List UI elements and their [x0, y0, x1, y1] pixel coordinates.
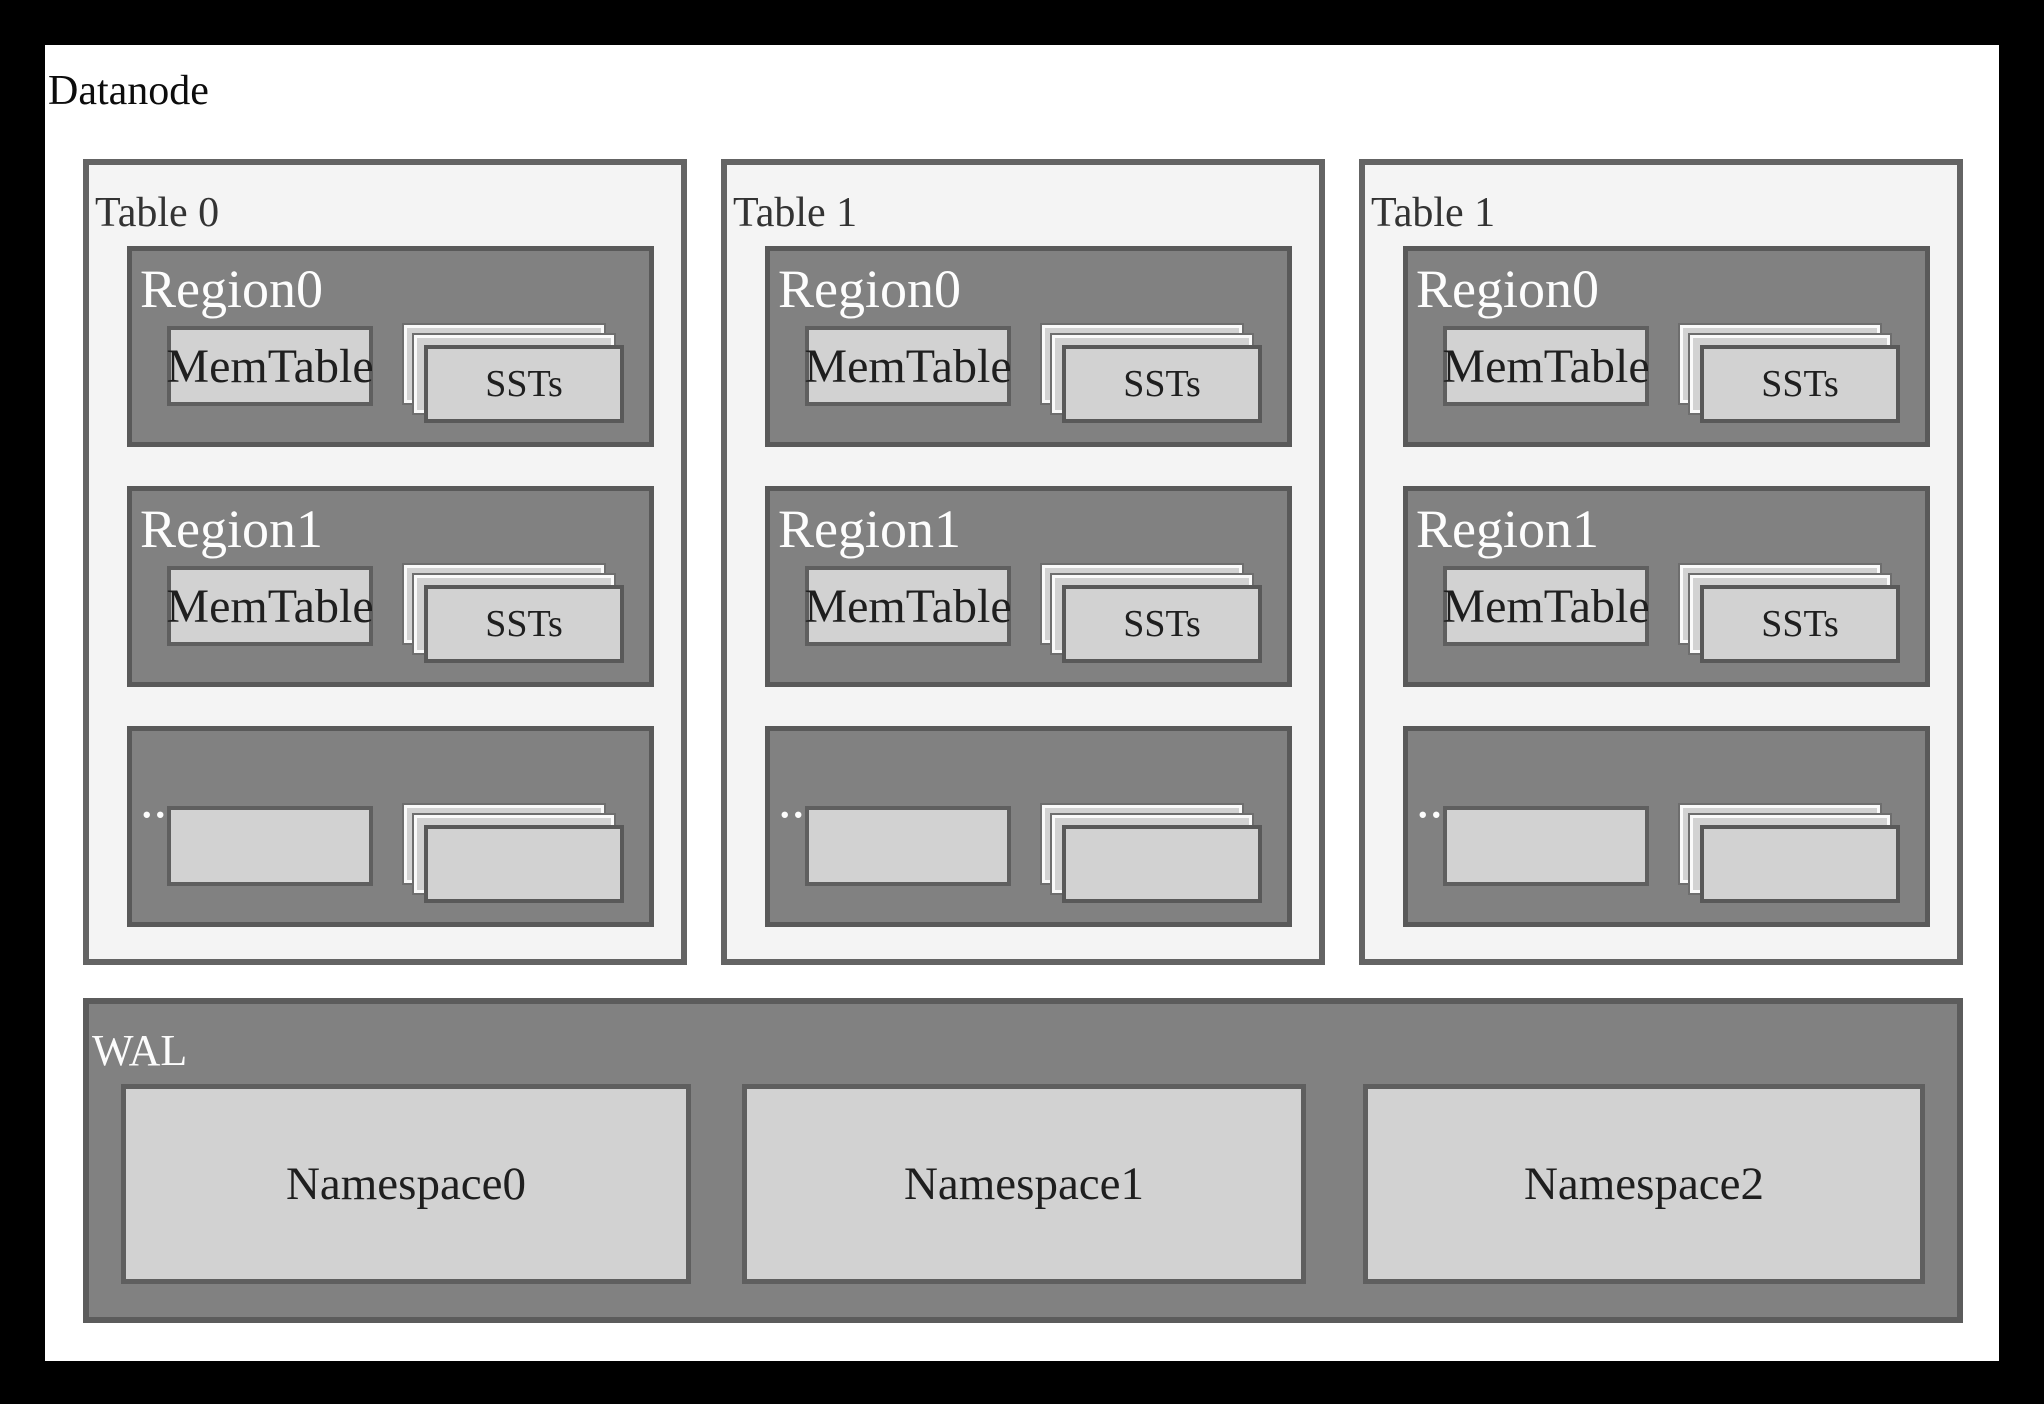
- region-label: Region1: [778, 499, 961, 559]
- sst-sheet-front: SSTs: [1062, 345, 1262, 423]
- region-box: Region1 MemTable SSTs: [1403, 486, 1930, 687]
- sst-sheet-front: SSTs: [1062, 585, 1262, 663]
- namespace-box-1: Namespace1: [742, 1084, 1306, 1284]
- wal-label: WAL: [92, 1026, 188, 1075]
- sst-sheet-front: [1700, 825, 1900, 903]
- region-label: Region1: [1416, 499, 1599, 559]
- memtable-box-empty: [167, 806, 373, 886]
- ssts-stack-empty: [402, 803, 630, 909]
- ssts-stack: SSTs: [1678, 563, 1906, 669]
- table-label: Table 1: [733, 190, 858, 236]
- region-box-ellipsis: ...: [127, 726, 654, 927]
- region-label: Region1: [140, 499, 323, 559]
- ssts-stack-empty: [1040, 803, 1268, 909]
- sst-sheet-front: SSTs: [424, 585, 624, 663]
- table-box-2: Table 1 Region0 MemTable SSTs Region1 Me…: [1359, 159, 1963, 965]
- region-label: Region0: [140, 259, 323, 319]
- region-box-ellipsis: ...: [765, 726, 1292, 927]
- region-box: Region1 MemTable SSTs: [765, 486, 1292, 687]
- table-label: Table 0: [95, 190, 220, 236]
- namespace-box-0: Namespace0: [121, 1084, 691, 1284]
- table-label: Table 1: [1371, 190, 1496, 236]
- memtable-box: MemTable: [166, 326, 374, 406]
- sst-sheet-front: [1062, 825, 1262, 903]
- ssts-stack: SSTs: [402, 563, 630, 669]
- memtable-box: MemTable: [166, 566, 374, 646]
- memtable-box-empty: [1443, 806, 1649, 886]
- table-box-1: Table 1 Region0 MemTable SSTs Region1 Me…: [721, 159, 1325, 965]
- ssts-stack: SSTs: [1040, 563, 1268, 669]
- memtable-box: MemTable: [1442, 566, 1650, 646]
- namespace-box-2: Namespace2: [1363, 1084, 1925, 1284]
- region-label: Region0: [1416, 259, 1599, 319]
- memtable-box: MemTable: [804, 326, 1012, 406]
- sst-sheet-front: SSTs: [1700, 345, 1900, 423]
- sst-sheet-front: SSTs: [424, 345, 624, 423]
- datanode-panel: Table 0 Datanode Table 0 Region0 MemTabl…: [45, 45, 1999, 1361]
- sst-sheet-front: [424, 825, 624, 903]
- region-box: Region0 MemTable SSTs: [765, 246, 1292, 447]
- region-box: Region0 MemTable SSTs: [127, 246, 654, 447]
- table-box-0: Table 0 Region0 MemTable SSTs Region1 Me…: [83, 159, 687, 965]
- region-box: Region1 MemTable SSTs: [127, 486, 654, 687]
- memtable-box-empty: [805, 806, 1011, 886]
- wal-box: WAL Namespace0 Namespace1 Namespace2: [83, 998, 1963, 1323]
- datanode-title: Datanode: [48, 68, 209, 114]
- sst-sheet-front: SSTs: [1700, 585, 1900, 663]
- memtable-box: MemTable: [804, 566, 1012, 646]
- region-box-ellipsis: ...: [1403, 726, 1930, 927]
- region-label: Region0: [778, 259, 961, 319]
- ssts-stack-empty: [1678, 803, 1906, 909]
- ssts-stack: SSTs: [1678, 323, 1906, 429]
- ssts-stack: SSTs: [1040, 323, 1268, 429]
- memtable-box: MemTable: [1442, 326, 1650, 406]
- ssts-stack: SSTs: [402, 323, 630, 429]
- region-box: Region0 MemTable SSTs: [1403, 246, 1930, 447]
